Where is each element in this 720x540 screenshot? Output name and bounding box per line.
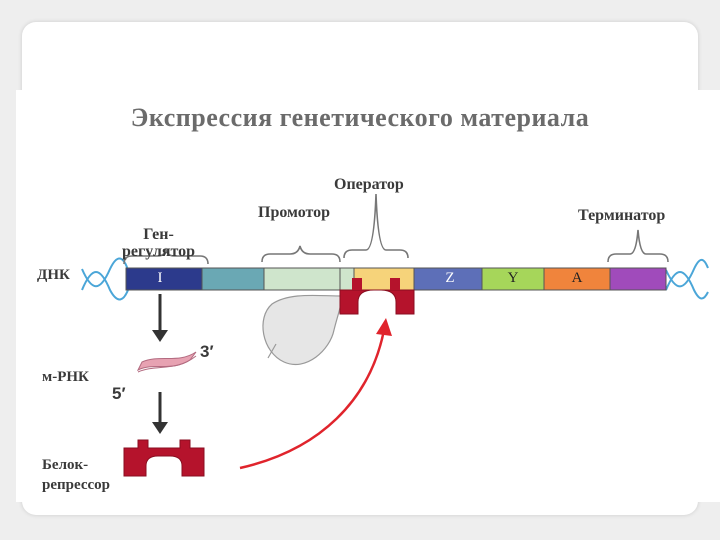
label-gene-regulator: Ген- регулятор [122, 226, 196, 260]
rna-polymerase-shape [262, 294, 343, 365]
segment-operator [353, 267, 415, 291]
slide-canvas [16, 90, 720, 502]
flow-arrows [152, 294, 168, 434]
label-promoter: Промотор [258, 204, 331, 221]
segment-promoter-blue [201, 267, 265, 291]
dna-helix-right [665, 258, 709, 300]
braces [123, 193, 669, 265]
segment-label-y: Y [507, 270, 519, 286]
dna-helix-left [81, 257, 129, 301]
segment-label-i: I [157, 270, 163, 286]
label-3prime: 3′ [200, 342, 214, 361]
label-mrna: м-РНК [42, 369, 89, 385]
segment-label-z: Z [445, 270, 455, 286]
dna-bar [125, 267, 667, 291]
label-dna: ДНК [37, 267, 70, 283]
polymerase-tail [267, 343, 277, 359]
label-5prime: 5′ [112, 384, 126, 403]
repressor-tooth-left [352, 278, 362, 290]
repressor-on-operator [339, 289, 415, 315]
repressor-tooth-right [390, 278, 400, 290]
label-operator: Оператор [334, 176, 404, 193]
segment-terminator [609, 267, 667, 291]
label-terminator: Терминатор [578, 207, 666, 224]
mrna-strand [136, 351, 197, 372]
segment-label-a: A [571, 270, 583, 286]
segment-promoter-light [263, 267, 341, 291]
free-repressor [123, 439, 205, 477]
binding-arrow-head [376, 318, 392, 336]
binding-arrow [239, 329, 386, 470]
segment-promoter-light-b [339, 267, 355, 291]
label-repressor: Белок- репрессор [42, 457, 110, 493]
slide-title: Экспрессия генетического материала [130, 103, 590, 132]
